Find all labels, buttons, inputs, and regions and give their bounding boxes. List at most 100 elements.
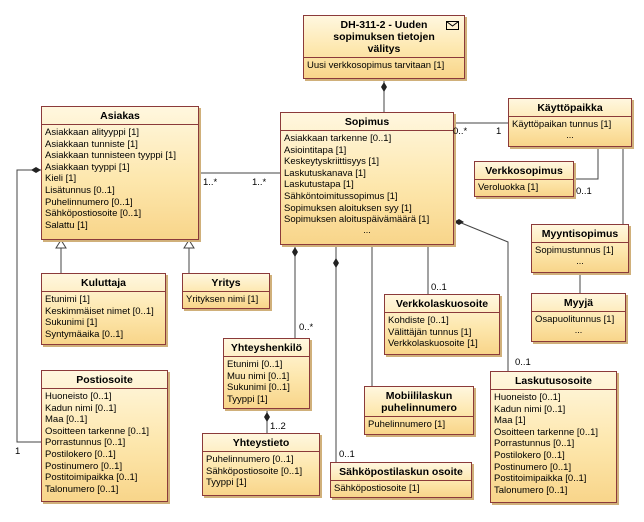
attribute: Postitoimipaikka [0..1]	[45, 472, 138, 484]
attribute: Asiakkaan tunnisteen tyyppi [1]	[45, 150, 176, 162]
attribute: Laskutuskanava [1]	[284, 167, 366, 179]
class-laskutusosoite[interactable]: Laskutusosoite Huoneisto [0..1] Kadun ni…	[490, 371, 617, 503]
class-yritys[interactable]: Yritys Yrityksen nimi [1]	[182, 273, 270, 309]
attribute: Sopimuksen aloituspäivämäärä [1]	[284, 214, 430, 226]
attribute-list: Uusi verkkosopimus tarvitaan [1]	[304, 58, 464, 74]
class-title: DH-311-2 - Uuden sopimuksen tietojen väl…	[304, 16, 464, 57]
multiplicity-label: 0..*	[299, 322, 314, 333]
attribute: Postinumero [0..1]	[494, 461, 572, 473]
attribute: Talonumero [0..1]	[45, 483, 119, 495]
class-title: Mobiililaskun puhelinnumero	[365, 387, 473, 416]
ellipsis: ...	[574, 324, 583, 335]
class-title: Myyntisopimus	[541, 228, 619, 240]
attribute: Porrastunnus [0..1]	[45, 437, 126, 449]
attribute: Osapuolitunnus [1]	[535, 314, 615, 325]
attribute: Postilokero [0..1]	[494, 449, 565, 461]
class-dh-311-2[interactable]: DH-311-2 - Uuden sopimuksen tietojen väl…	[303, 15, 465, 79]
class-kuluttaja[interactable]: Kuluttaja Etunimi [1] Keskimmäiset nimet…	[41, 273, 166, 345]
attribute: Huoneisto [0..1]	[45, 391, 112, 402]
attribute-list: Yrityksen nimi [1]	[183, 292, 269, 308]
class-asiakas[interactable]: Asiakas Asiakkaan alityyppi [1] Asiakkaa…	[41, 106, 199, 240]
class-title: Yhteyshenkilö	[230, 342, 303, 354]
attribute: Etunimi [1]	[45, 294, 90, 305]
attribute: Osoitteen tarkenne [0..1]	[494, 426, 599, 438]
attribute-list: Osapuolitunnus [1] ...	[532, 312, 625, 337]
class-title: Sähköpostilaskun osoite	[339, 466, 463, 478]
attribute: Keskimmäiset nimet [0..1]	[45, 305, 154, 317]
attribute: Puhelinnumero [0..1]	[45, 196, 133, 208]
attribute: Asiakkaan tyyppi [1]	[45, 161, 130, 173]
class-sopimus[interactable]: Sopimus Asiakkaan tarkenne [0..1] Asioin…	[280, 112, 454, 245]
composition-diamond	[264, 412, 270, 422]
multiplicity-label: 1..*	[203, 177, 218, 188]
attribute: Sähköpostiosoite [1]	[334, 483, 420, 494]
class-myyntisopimus[interactable]: Myyntisopimus Sopimustunnus [1] ...	[531, 224, 629, 273]
attribute: Talonumero [0..1]	[494, 484, 568, 496]
attribute: Postilokero [0..1]	[45, 448, 116, 460]
class-mobiililaskun-puhelinnumero[interactable]: Mobiililaskun puhelinnumero Puhelinnumer…	[364, 386, 474, 435]
attribute-list: Veroluokka [1]	[475, 180, 573, 196]
attribute: Tyyppi [1]	[206, 477, 247, 489]
attribute-list: Asiakkaan alityyppi [1] Asiakkaan tunnis…	[42, 125, 198, 233]
class-title: Sopimus	[344, 116, 390, 128]
attribute: Sukunimi [1]	[45, 317, 98, 329]
class-postiosoite[interactable]: Postiosoite Huoneisto [0..1] Kadun nimi …	[41, 370, 168, 502]
multiplicity-label: 0..1	[339, 449, 355, 460]
multiplicity-label: 1	[496, 126, 502, 137]
attribute: Laskutustapa [1]	[284, 179, 354, 191]
multiplicity-label: 1	[15, 446, 21, 457]
generalization-arrowhead	[55, 239, 67, 249]
association-line	[574, 147, 599, 180]
ellipsis: ...	[576, 255, 584, 266]
multiplicity-label: 1..2	[270, 421, 286, 432]
attribute: Sähköpostiosoite [0..1]	[45, 208, 142, 220]
attribute-list: Sähköpostiosoite [1]	[331, 481, 471, 497]
attribute: Uusi verkkosopimus tarvitaan [1]	[307, 60, 445, 71]
class-sahkopostilaskun-osoite[interactable]: Sähköpostilaskun osoite Sähköpostiosoite…	[330, 462, 472, 498]
attribute: Sopimuksen aloituksen syy [1]	[284, 202, 412, 214]
attribute: Porrastunnus [0..1]	[494, 438, 575, 450]
attribute: Sopimustunnus [1]	[535, 245, 614, 256]
class-yhteystieto[interactable]: Yhteystieto Puhelinnumero [0..1] Sähköpo…	[202, 433, 320, 496]
attribute: Kadun nimi [0..1]	[45, 402, 117, 414]
attribute: Puhelinnumero [0..1]	[206, 454, 294, 465]
class-yhteyshenkilo[interactable]: Yhteyshenkilö Etunimi [0..1] Muu nimi [0…	[223, 338, 310, 409]
composition-diamond	[292, 247, 298, 257]
attribute: Syntymäaika [0..1]	[45, 328, 124, 340]
attribute: Postinumero [0..1]	[45, 460, 123, 472]
title-line: puhelinnumero	[381, 402, 457, 414]
attribute-list: Etunimi [1] Keskimmäiset nimet [0..1] Su…	[42, 292, 165, 342]
attribute-list: Etunimi [0..1] Muu nimi [0..1] Sukunimi …	[224, 357, 309, 407]
class-title: Käyttöpaikka	[537, 102, 603, 114]
attribute: Etunimi [0..1]	[227, 359, 283, 370]
class-title: Yhteystieto	[232, 437, 290, 449]
class-myyja[interactable]: Myyjä Osapuolitunnus [1] ...	[531, 293, 626, 342]
class-title: Postiosoite	[76, 374, 133, 386]
attribute: Yrityksen nimi [1]	[186, 294, 259, 305]
attribute: Sähköntoimitussopimus [1]	[284, 190, 398, 202]
attribute-list: Puhelinnumero [0..1] Sähköpostiosoite [0…	[203, 452, 319, 491]
multiplicity-label: 0..1	[431, 282, 447, 293]
attribute: Maa [1]	[494, 415, 526, 427]
attribute: Sukunimi [0..1]	[227, 382, 290, 394]
attribute: Kohdiste [0..1]	[388, 315, 449, 326]
composition-diamond	[333, 258, 339, 268]
multiplicity-label: 1..*	[252, 177, 267, 188]
attribute: Lisätunnus [0..1]	[45, 184, 115, 196]
class-verkkolaskuosoite[interactable]: Verkkolaskuosoite Kohdiste [0..1] Välitt…	[384, 294, 500, 355]
class-title: Verkkosopimus	[485, 165, 563, 177]
class-title: Asiakas	[100, 110, 140, 122]
attribute: Postitoimipaikka [0..1]	[494, 473, 587, 485]
class-verkkosopimus[interactable]: Verkkosopimus Veroluokka [1]	[474, 161, 574, 197]
class-title: Myyjä	[563, 297, 594, 309]
attribute: Muu nimi [0..1]	[227, 370, 290, 382]
attribute: Osoitteen tarkenne [0..1]	[45, 425, 150, 437]
attribute: Veroluokka [1]	[478, 182, 539, 193]
title-line: sopimuksen tietojen	[333, 31, 435, 43]
attribute-list: Huoneisto [0..1] Kadun nimi [0..1] Maa […	[491, 390, 616, 498]
class-title: Laskutusosoite	[514, 375, 593, 387]
association-line	[453, 219, 509, 371]
attribute: Kieli [1]	[45, 173, 77, 185]
class-kayttopaikka[interactable]: Käyttöpaikka Käyttöpaikan tunnus [1] ...	[508, 98, 632, 147]
